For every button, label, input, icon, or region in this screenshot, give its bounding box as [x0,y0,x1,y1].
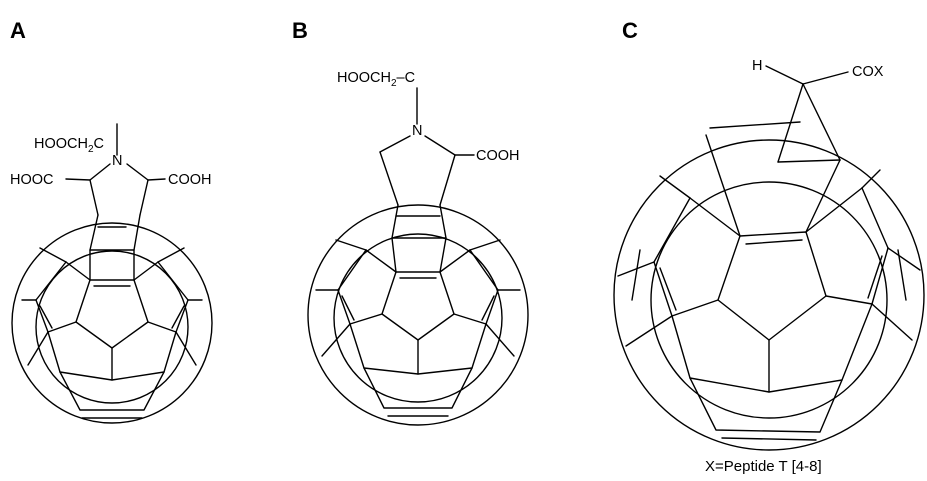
panel-c-hydrogen: H [752,58,762,74]
panel-a-arm-label: HOOCH2C [34,136,104,155]
panel-b-arm-label: HOOCH2–C [337,70,415,89]
panel-b-right-carboxyl: COOH [476,148,520,164]
panel-a-right-carboxyl: COOH [168,172,212,188]
panel-a-label: A [10,18,26,43]
panel-c-cox-group: COX [852,64,884,80]
panel-b-nitrogen: N [412,123,422,139]
panel-c-methano-bridge [765,65,849,163]
panel-b-label: B [292,18,308,43]
panel-a-fullerene-cage [11,214,213,424]
panel-c-label: C [622,18,638,43]
panel-c-caption: X=Peptide T [4-8] [705,458,822,475]
panel-a-nitrogen: N [112,153,122,169]
panel-b-pyrrolidine-bonds [379,87,475,206]
panel-a-left-carboxyl: HOOC [10,172,54,188]
panel-a-pyrrolidine-bonds [65,123,166,216]
panel-b-fullerene-cage [307,204,529,426]
panel-b: B HOOCH2–C N COOH [292,18,529,426]
panel-a: A HOOCH2C N HOOC COOH [10,18,213,424]
panel-c: C H COX [613,18,925,475]
panel-c-fullerene-cage [613,121,925,451]
